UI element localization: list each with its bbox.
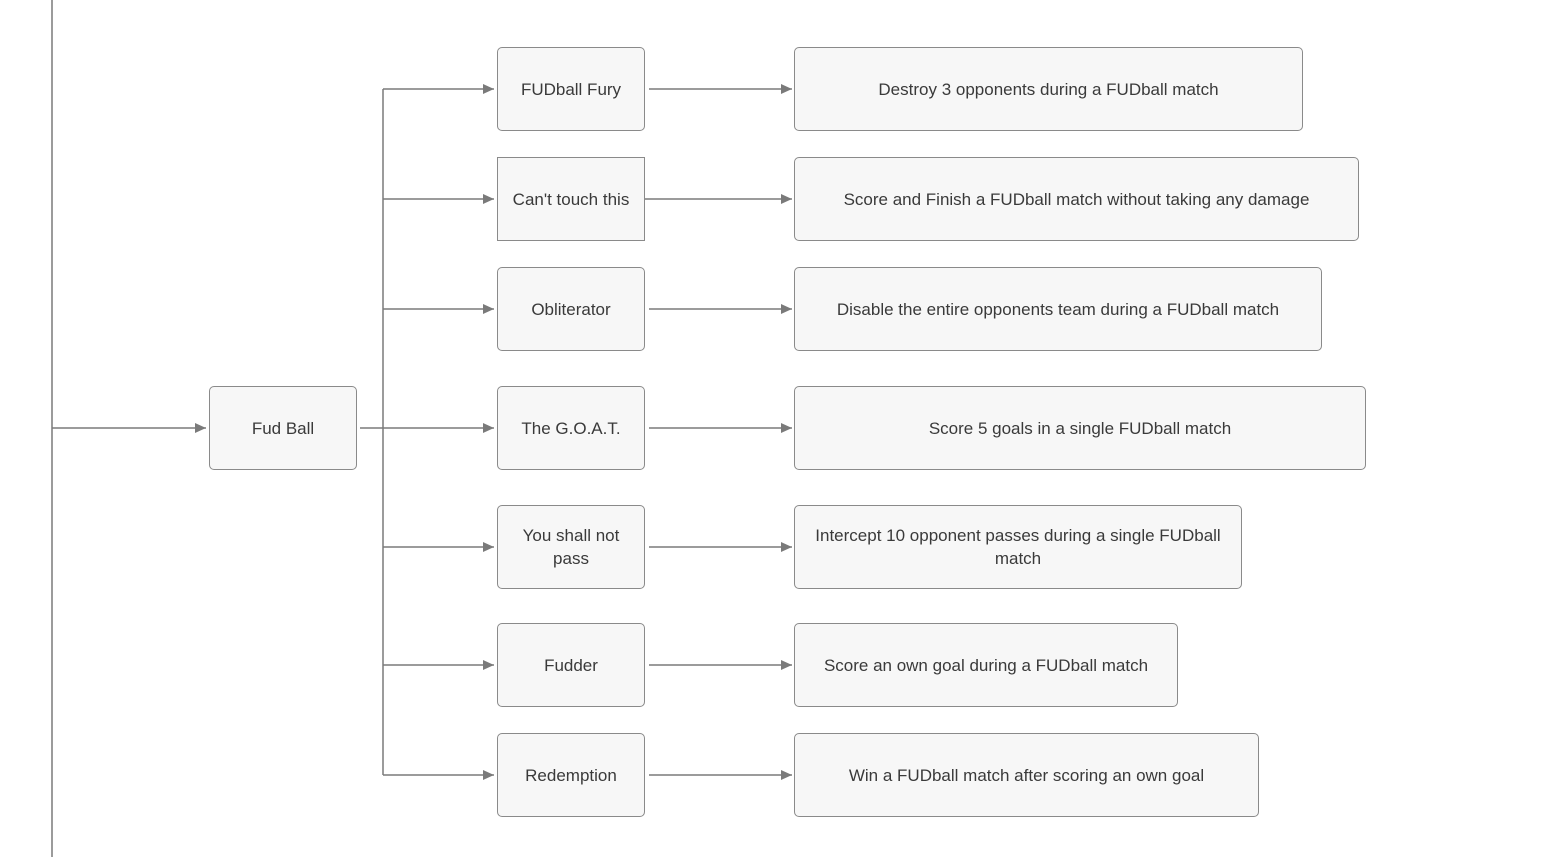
achievement-description-label: Intercept 10 opponent passes during a si… xyxy=(815,526,1221,568)
achievement-name-label: FUDball Fury xyxy=(520,79,622,99)
achievement-description-node[interactable]: Disable the entire opponents team during… xyxy=(794,267,1322,351)
achievement-name-node[interactable]: Can't touch this xyxy=(497,157,645,241)
achievement-name-label: You shall not pass xyxy=(522,526,620,568)
achievement-name-label: Fudder xyxy=(544,655,598,675)
achievement-name-node[interactable]: FUDball Fury xyxy=(497,47,645,131)
achievement-description-label: Score an own goal during a FUDball match xyxy=(823,655,1149,675)
achievement-description-label: Destroy 3 opponents during a FUDball mat… xyxy=(878,79,1219,99)
achievement-description-node[interactable]: Win a FUDball match after scoring an own… xyxy=(794,733,1259,817)
root-node-fud-ball[interactable]: Fud Ball xyxy=(209,386,357,470)
root-node-label: Fud Ball xyxy=(251,418,315,438)
achievement-name-label: Redemption xyxy=(525,765,617,785)
achievement-name-node[interactable]: Redemption xyxy=(497,733,645,817)
achievement-description-node[interactable]: Score and Finish a FUDball match without… xyxy=(794,157,1359,241)
achievement-description-node[interactable]: Score 5 goals in a single FUDball match xyxy=(794,386,1366,470)
achievement-description-node[interactable]: Score an own goal during a FUDball match xyxy=(794,623,1178,707)
achievement-description-label: Score and Finish a FUDball match without… xyxy=(843,189,1310,209)
achievement-description-label: Score 5 goals in a single FUDball match xyxy=(928,418,1232,438)
achievement-name-node[interactable]: The G.O.A.T. xyxy=(497,386,645,470)
achievement-name-node[interactable]: Obliterator xyxy=(497,267,645,351)
achievement-name-node[interactable]: Fudder xyxy=(497,623,645,707)
achievement-name-label: Obliterator xyxy=(531,299,611,319)
achievement-name-node[interactable]: You shall not pass xyxy=(497,505,645,589)
achievement-description-label: Disable the entire opponents team during… xyxy=(836,299,1280,319)
achievement-description-node[interactable]: Intercept 10 opponent passes during a si… xyxy=(794,505,1242,589)
achievement-description-node[interactable]: Destroy 3 opponents during a FUDball mat… xyxy=(794,47,1303,131)
achievement-description-label: Win a FUDball match after scoring an own… xyxy=(848,765,1205,785)
achievement-name-label: Can't touch this xyxy=(512,189,630,209)
achievement-name-label: The G.O.A.T. xyxy=(521,418,621,438)
